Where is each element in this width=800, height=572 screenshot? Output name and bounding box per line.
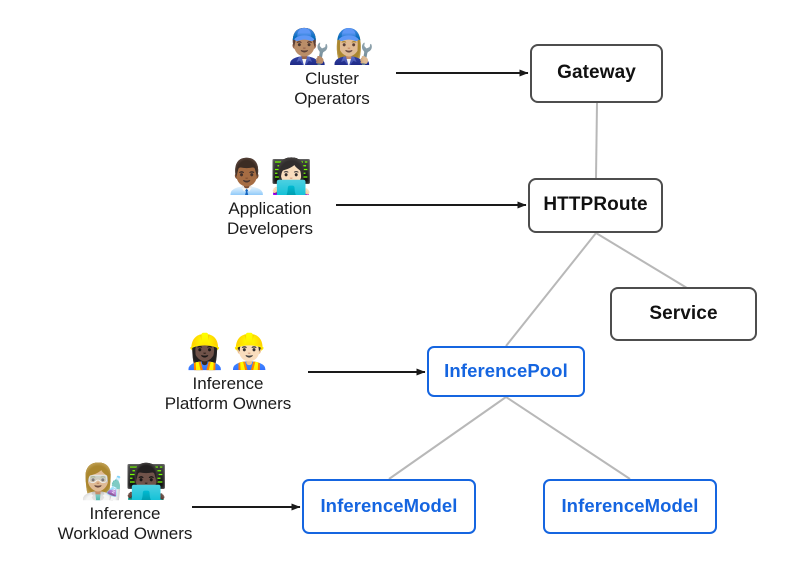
inference-platform-owners-emoji-pair: 👷🏿‍♀️👷🏻‍♂️ xyxy=(183,332,273,372)
application-developers-label: Application Developers xyxy=(227,199,313,239)
cluster-operators-emoji-pair: 👨🏽‍🔧👩🏼‍🔧 xyxy=(287,27,377,67)
edge-httproute-service xyxy=(595,232,688,289)
persona-inference-workload-owners: 👩🏼‍🔬👨🏿‍💻 Inference Workload Owners xyxy=(25,465,225,545)
inference-workload-owners-label: Inference Workload Owners xyxy=(57,504,193,544)
application-developers-emoji-pair: 👨🏾‍💼👩🏻‍💻 xyxy=(225,157,315,197)
node-gateway[interactable]: Gateway xyxy=(530,44,663,103)
node-inferencemodel-1[interactable]: InferenceModel xyxy=(302,479,476,534)
node-inferencepool[interactable]: InferencePool xyxy=(427,346,585,397)
edge-httproute-inferencepool xyxy=(505,232,597,347)
persona-inference-platform-owners: 👷🏿‍♀️👷🏻‍♂️ Inference Platform Owners xyxy=(128,335,328,415)
inference-workload-owners-emoji-pair: 👩🏼‍🔬👨🏿‍💻 xyxy=(80,462,170,502)
persona-cluster-operators: 👨🏽‍🔧👩🏼‍🔧 Cluster Operators xyxy=(232,30,432,110)
cluster-operators-label: Cluster Operators xyxy=(294,69,370,109)
node-service[interactable]: Service xyxy=(610,287,757,341)
inference-platform-owners-label: Inference Platform Owners xyxy=(164,374,292,414)
edge-inferencepool-model-2 xyxy=(505,396,631,480)
node-inferencemodel-2[interactable]: InferenceModel xyxy=(543,479,717,534)
edge-inferencepool-model-1 xyxy=(388,396,507,480)
edge-gateway-httproute xyxy=(595,102,598,179)
node-httproute[interactable]: HTTPRoute xyxy=(528,178,663,233)
persona-application-developers: 👨🏾‍💼👩🏻‍💻 Application Developers xyxy=(170,160,370,240)
